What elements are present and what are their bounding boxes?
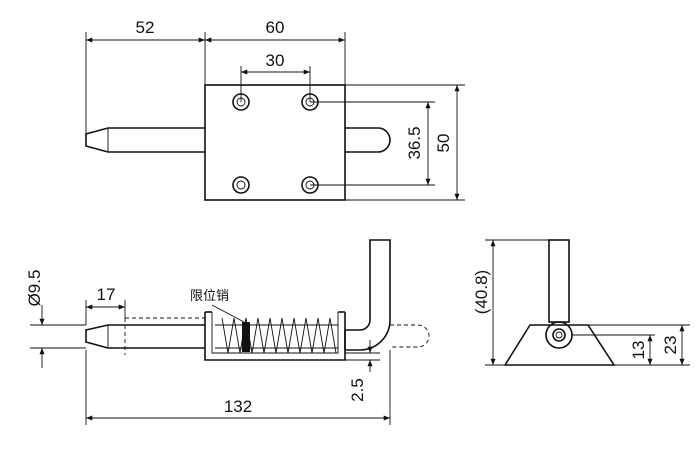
bolt-pin	[85, 324, 205, 349]
dim-17: 17	[97, 285, 116, 304]
bolt-pin-left	[85, 127, 205, 153]
spring	[215, 317, 338, 354]
dim-30: 30	[266, 51, 285, 70]
limit-pin	[242, 322, 250, 352]
dim-60: 60	[266, 18, 285, 37]
pin-extended-position	[390, 324, 430, 348]
dim-36-5: 36.5	[405, 126, 424, 159]
dim-132: 132	[224, 397, 252, 416]
dim-52: 52	[136, 18, 155, 37]
mounting-holes	[232, 93, 319, 194]
housing	[204, 312, 346, 361]
side-base	[503, 324, 616, 366]
side-handle	[548, 239, 570, 323]
top-view: 52 60 30 36.5 50	[85, 18, 465, 201]
front-view: 限位销 Ø9.5 17 132 2.5	[25, 239, 430, 425]
dim-40-8: (40.8)	[472, 270, 491, 314]
limit-pin-label: 限位销	[190, 289, 229, 304]
dim-50: 50	[434, 134, 453, 153]
dim-diam-9-5: Ø9.5	[25, 270, 44, 307]
dim-23: 23	[661, 336, 680, 355]
side-pin-ring	[545, 321, 573, 349]
bolt-pin-right	[345, 127, 391, 153]
bolt-handle	[344, 239, 391, 351]
side-view: (40.8) 13 23	[472, 239, 690, 366]
dim-13: 13	[629, 341, 648, 360]
mounting-plate	[204, 84, 346, 201]
dim-2-5: 2.5	[348, 378, 367, 402]
